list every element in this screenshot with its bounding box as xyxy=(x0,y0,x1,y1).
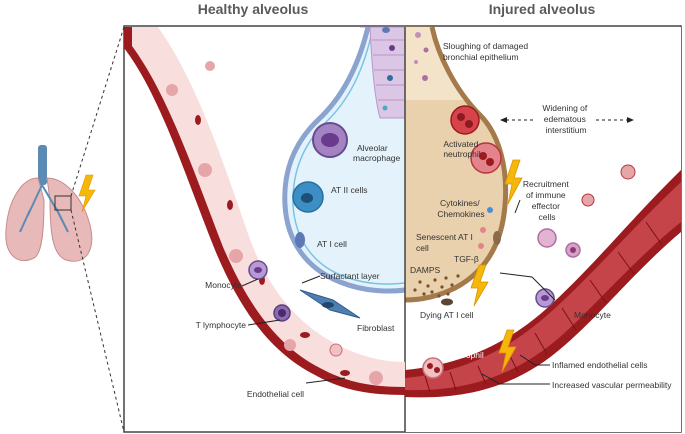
label-tgf: TGF-β xyxy=(454,254,479,264)
heading-injured: Injured alveolus xyxy=(489,1,596,17)
lightning-icon xyxy=(78,174,96,213)
label-inflamed: Inflamed endothelial cells xyxy=(552,360,647,370)
label-dying: Dying AT I cell xyxy=(420,310,474,320)
at2-cell xyxy=(292,181,324,213)
zoom-projection-line xyxy=(70,26,125,197)
label-permeability: Increased vascular permeability xyxy=(552,380,672,390)
damps-particles xyxy=(413,274,460,298)
cytokine-dot xyxy=(478,243,484,249)
sloughed-epithelium xyxy=(414,32,429,81)
activated-neutrophil xyxy=(450,105,480,135)
lightning-icon xyxy=(498,329,517,373)
lung-icon xyxy=(5,145,96,262)
label-monocyte-left: Monocyte xyxy=(205,280,242,290)
injured-alveolus xyxy=(404,26,509,306)
label-endothelial: Endothelial cell xyxy=(247,389,304,399)
lightning-icon xyxy=(470,264,489,307)
heading-healthy: Healthy alveolus xyxy=(198,1,309,17)
leader-lines xyxy=(241,199,556,385)
healthy-capillary xyxy=(124,27,405,395)
injured-capillary xyxy=(405,164,681,398)
label-recruitment: Recruitment of immune effector cells xyxy=(523,179,571,222)
label-surfactant: Surfactant layer xyxy=(320,271,380,281)
lightning-icon xyxy=(504,159,523,205)
label-alveolar-macrophage: Alveolar macrophage xyxy=(353,143,401,163)
at1-nucleus xyxy=(295,232,305,248)
t-lymphocyte xyxy=(273,304,291,322)
bronchial-epithelium-healthy xyxy=(360,26,406,119)
label-at2: AT II cells xyxy=(331,185,368,195)
label-monocyte-right: Monocyte xyxy=(574,310,611,320)
at1-lining xyxy=(282,26,406,294)
label-neutrophil: Neutrophil xyxy=(445,350,484,360)
label-at1: AT I cell xyxy=(317,239,347,249)
neutrophil-injured xyxy=(422,357,444,379)
alveolar-macrophage xyxy=(312,122,348,158)
label-damps: DAMPS xyxy=(410,265,441,275)
label-widening: Widening of edematous interstitium xyxy=(542,103,589,135)
label-sloughing: Sloughing of damaged bronchial epitheliu… xyxy=(443,41,530,62)
cytokine-dot xyxy=(480,227,486,233)
zoom-region xyxy=(54,195,72,211)
monocyte-healthy xyxy=(248,260,268,280)
recruited-effector-cell xyxy=(537,228,581,258)
dying-at1 xyxy=(441,298,453,306)
label-t-lymphocyte: T lymphocyte xyxy=(196,320,247,330)
healthy-alveolus xyxy=(282,26,406,294)
senescent-at1 xyxy=(493,231,501,245)
injured-epithelial-lining xyxy=(404,26,509,303)
label-senescent: Senescent AT I cell xyxy=(416,232,475,253)
zoom-projection-line xyxy=(70,209,125,433)
activated-neutrophil-2 xyxy=(470,142,502,174)
fibroblast xyxy=(299,289,361,319)
label-cytokines: Cytokines/ Chemokines xyxy=(437,198,484,219)
label-activated-neutrophil: Activated neutrophil xyxy=(443,139,480,159)
cytokine-dot xyxy=(487,207,493,213)
label-fibroblast: Fibroblast xyxy=(357,323,395,333)
monocyte-injured xyxy=(535,288,555,308)
